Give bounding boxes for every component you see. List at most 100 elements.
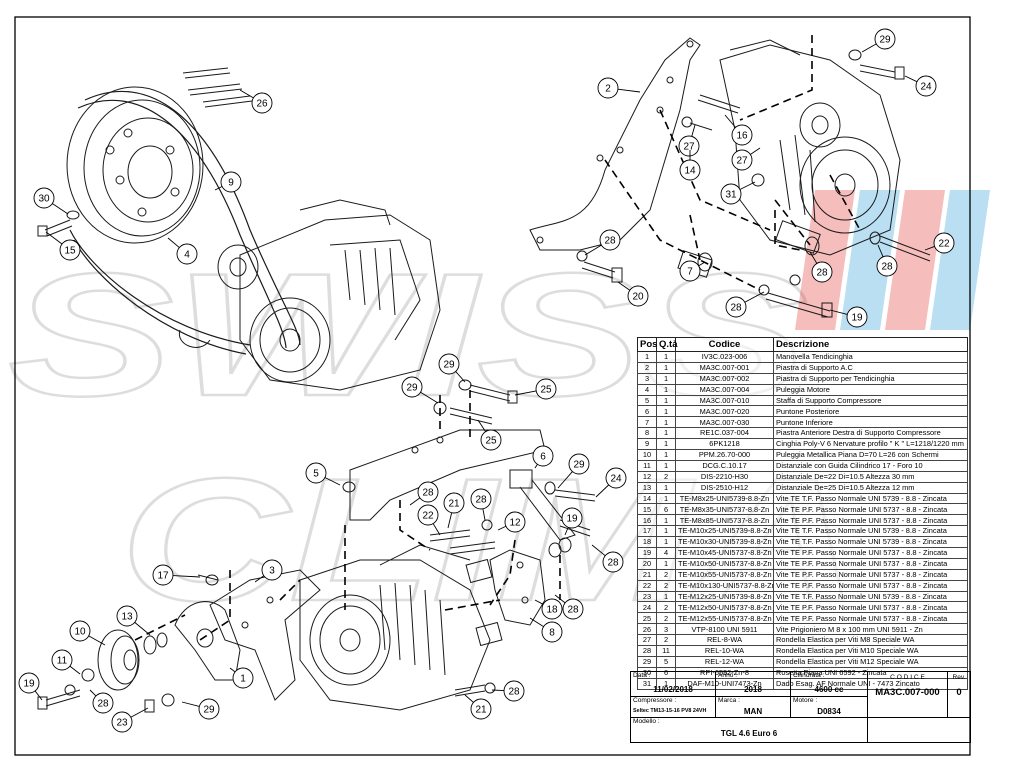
- part-description: Dado Esag. AF Normale UNI - 7473 Zincato: [773, 677, 968, 690]
- part-pos: 14: [637, 492, 657, 505]
- callout-leader: [924, 246, 935, 251]
- callout-circle: [33, 187, 55, 209]
- callout-leader: [130, 707, 149, 718]
- callout-circle: [305, 462, 327, 484]
- tb-codice-value: MA3C.007-000: [875, 687, 940, 698]
- part-description: Rondella Elastica per Viti M8 Speciale W…: [773, 634, 968, 647]
- tb-data-label: Data :: [633, 672, 651, 679]
- callout-circle: [731, 149, 753, 171]
- callout-leader: [724, 114, 736, 128]
- part-qty: 1: [656, 481, 676, 494]
- part-code: TE-M12x55-UNI5737-8.8-Zn: [675, 612, 774, 625]
- callout-29: 29: [401, 376, 439, 404]
- tb-marca-cell: Marca : MAN: [716, 697, 791, 718]
- tb-rev-label: Rev.: [952, 674, 966, 681]
- callout-number: 24: [920, 82, 932, 93]
- tb-compressore-cell: Compressore : Seltec TM13-15-16 PV8 24VH: [631, 697, 716, 718]
- title-block: Data : 11/02/2018 Anno : 2018 Cilindrata…: [630, 671, 971, 743]
- callout-number: 28: [422, 488, 434, 499]
- callout-leader: [482, 508, 486, 521]
- part-pos: 11: [637, 459, 657, 472]
- callout-29: 29: [861, 28, 896, 53]
- callout-19: 19: [18, 672, 43, 701]
- callout-circle: [111, 711, 133, 733]
- part-pos: 7: [637, 416, 657, 429]
- callout-19: 19: [561, 507, 583, 536]
- part-description: Staffa di Supporto Compressore: [773, 394, 968, 407]
- part-qty: 1: [656, 492, 676, 505]
- part-pos: 5: [637, 394, 657, 407]
- callout-number: 10: [74, 627, 86, 638]
- callout-6: 6: [532, 445, 554, 469]
- part-qty: 1: [656, 449, 676, 461]
- callout-number: 28: [475, 495, 487, 506]
- part-code: REL-8-WA: [675, 634, 774, 647]
- part-pos: 29: [637, 655, 657, 668]
- callout-number: 30: [38, 194, 50, 205]
- callout-circle: [605, 467, 627, 489]
- callout-20: 20: [617, 281, 649, 307]
- callout-leader: [172, 575, 201, 578]
- callout-circle: [438, 353, 460, 375]
- callout-21: 21: [464, 694, 492, 720]
- callout-11: 11: [51, 649, 81, 675]
- spacers-12: [465, 537, 572, 647]
- callout-circle: [568, 453, 590, 475]
- callout-4: 4: [167, 237, 198, 265]
- part-code: TE-M8x35-UNI5737-8.8-Zn: [675, 503, 774, 516]
- tb-cilindrata-value: 4600 cc: [814, 685, 844, 694]
- part-description: Vite TE T.F. Passo Normale UNI 5739 - 8.…: [773, 536, 968, 549]
- part-description: Distanziale De=22 Di=10.5 Altezza 30 mm: [773, 470, 968, 483]
- callout-28: 28: [470, 488, 492, 521]
- callout-25: 25: [477, 419, 502, 451]
- part-description: Vite TE P.F. Passo Normale UNI 5737 - 8.…: [773, 547, 968, 559]
- tb-cilindrata-cell: Cilindrata : 4600 cc: [791, 672, 868, 697]
- part-qty: 11: [656, 645, 676, 657]
- callout-number: 12: [509, 518, 521, 529]
- assembly-dash-lines: [134, 35, 861, 641]
- tb-rev-value: 0: [956, 687, 962, 698]
- callout-14: 14: [679, 150, 701, 181]
- callout-15: 15: [45, 231, 81, 261]
- callout-circle: [535, 378, 557, 400]
- callout-leader: [829, 309, 848, 315]
- callout-circle: [51, 649, 73, 671]
- callout-number: 28: [730, 303, 742, 314]
- callout-circle: [116, 605, 138, 627]
- part-pos: 19: [637, 547, 657, 559]
- header-code: Codice: [675, 337, 774, 352]
- part-pos: 23: [637, 590, 657, 603]
- tb-modello-label: Modello :: [633, 718, 660, 725]
- callout-circle: [933, 232, 955, 254]
- part-qty: 1: [656, 438, 676, 451]
- bolts-bottom-center: [429, 379, 518, 555]
- part-code: TE-M10x30-UNI5739-8.8-Zn: [675, 536, 774, 549]
- callout-number: 4: [184, 250, 190, 261]
- callout-circle: [731, 124, 753, 146]
- part-description: Vite TE P.F. Passo Normale UNI 5737 - 8.…: [773, 503, 968, 516]
- strut-6: [509, 469, 596, 541]
- callout-28: 28: [554, 594, 584, 620]
- callout-number: 24: [610, 474, 622, 485]
- callout-leader: [491, 689, 505, 691]
- callout-circle: [504, 511, 526, 533]
- callout-leader: [529, 617, 544, 628]
- part-description: Vite TE P.F. Passo Normale UNI 5737 - 8.…: [773, 579, 968, 592]
- callout-3: 3: [254, 559, 283, 583]
- parts-table-header-row: Pos Q.tà Codice Descrizione: [637, 337, 968, 352]
- callout-16: 16: [724, 114, 753, 146]
- callout-17: 17: [152, 564, 201, 586]
- callout-number: 29: [443, 360, 455, 371]
- callout-leader: [861, 43, 877, 53]
